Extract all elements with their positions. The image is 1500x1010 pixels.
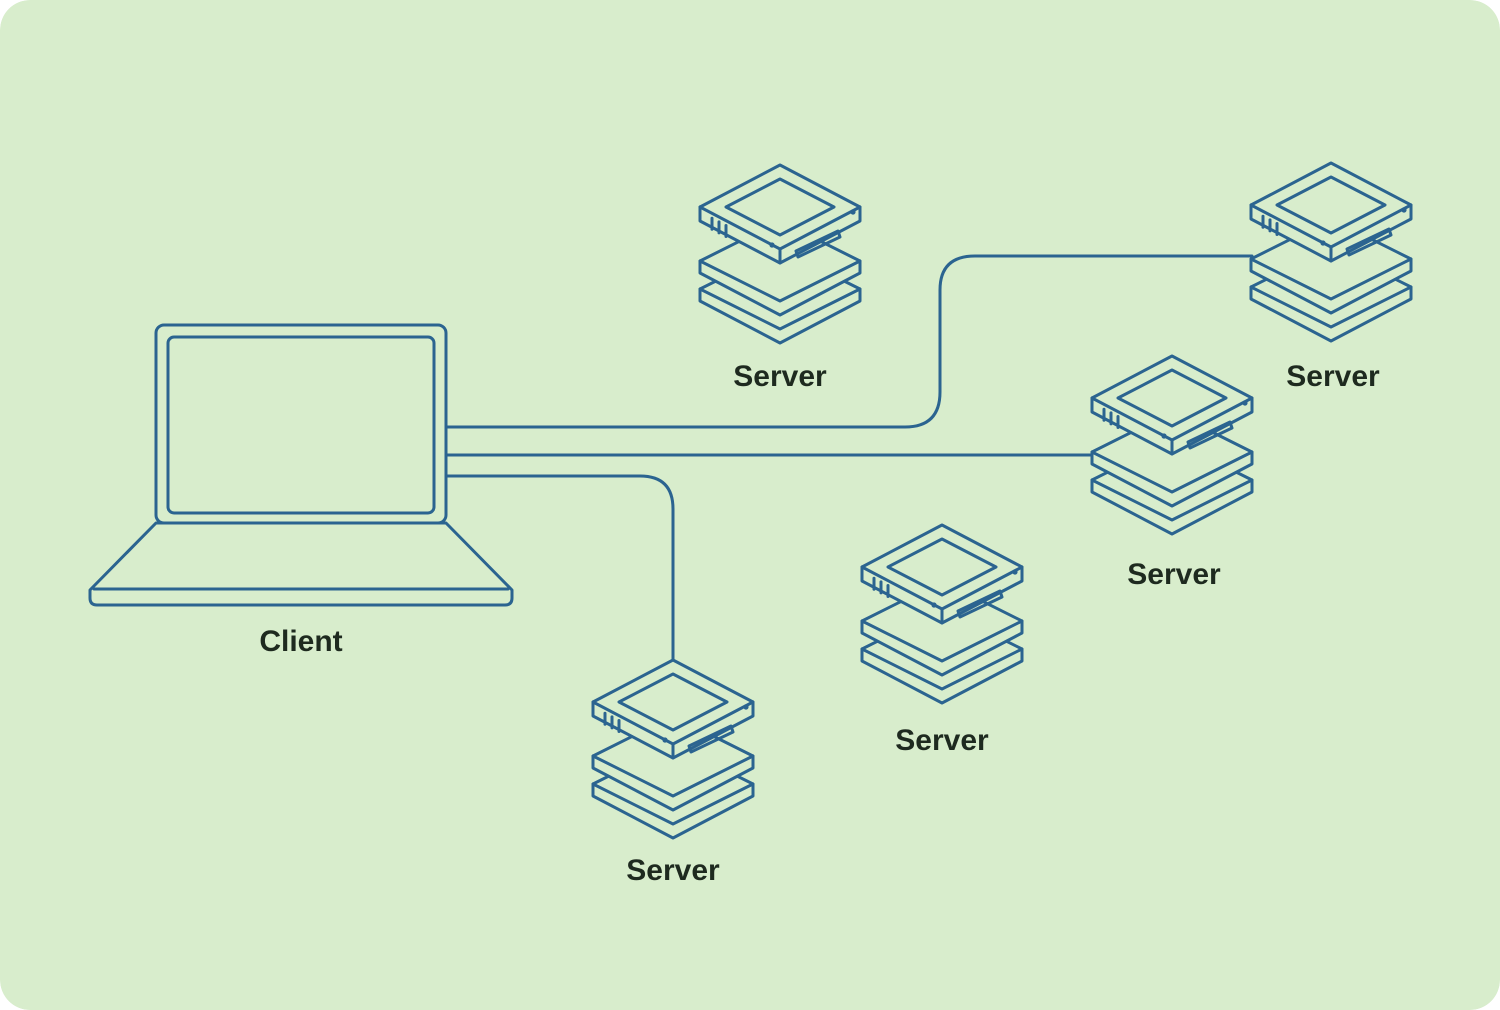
server-stack-icon [698, 163, 862, 345]
server-label: Server [895, 724, 989, 757]
server-node-center: Server [860, 523, 1024, 757]
server-label: Server [626, 854, 720, 887]
server-node-top-right: Server [1249, 161, 1413, 393]
server-stack-icon [1249, 161, 1413, 343]
server-stack-icon [860, 523, 1024, 705]
connection-client-to-server-bottom-left [444, 474, 675, 664]
server-node-middle-right: Server [1090, 354, 1254, 591]
server-label: Server [1127, 558, 1221, 591]
connections [444, 254, 1254, 664]
connection-client-to-server-top-right [444, 254, 1254, 429]
server-label: Server [733, 360, 827, 393]
server-stack-icon [591, 658, 755, 840]
laptop-icon [88, 323, 514, 607]
server-label: Server [1286, 360, 1380, 393]
client-label: Client [259, 625, 342, 658]
client-node: Client [88, 323, 514, 658]
server-node-top-middle: Server [698, 163, 862, 393]
server-stack-icon [1090, 354, 1254, 536]
server-node-bottom-left: Server [591, 658, 755, 887]
